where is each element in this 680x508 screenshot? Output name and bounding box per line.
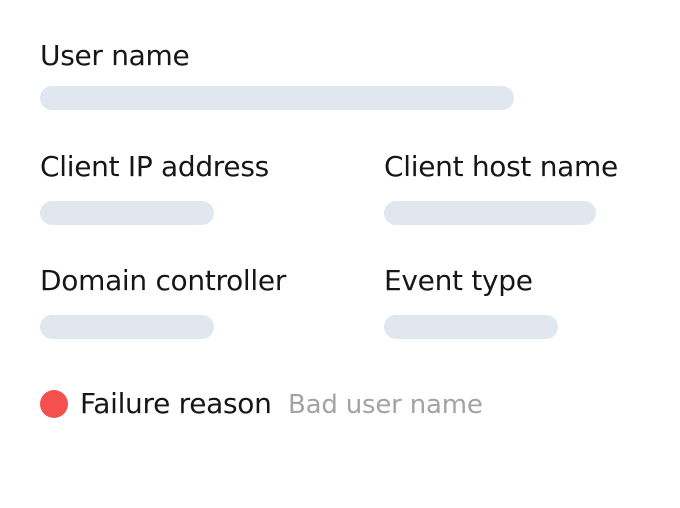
- failure-reason-label: Failure reason: [80, 387, 272, 420]
- domain-controller-value-placeholder: [40, 315, 214, 339]
- failure-reason-value: Bad user name: [288, 390, 483, 420]
- user-name-value-placeholder: [40, 86, 514, 110]
- status-dot-icon: [40, 390, 68, 418]
- client-ip-value-placeholder: [40, 201, 214, 225]
- client-ip-label: Client IP address: [40, 150, 269, 183]
- domain-controller-label: Domain controller: [40, 264, 287, 297]
- user-name-label: User name: [40, 39, 190, 72]
- client-host-label: Client host name: [384, 150, 618, 183]
- event-type-value-placeholder: [384, 315, 558, 339]
- client-host-value-placeholder: [384, 201, 596, 225]
- event-type-label: Event type: [384, 264, 533, 297]
